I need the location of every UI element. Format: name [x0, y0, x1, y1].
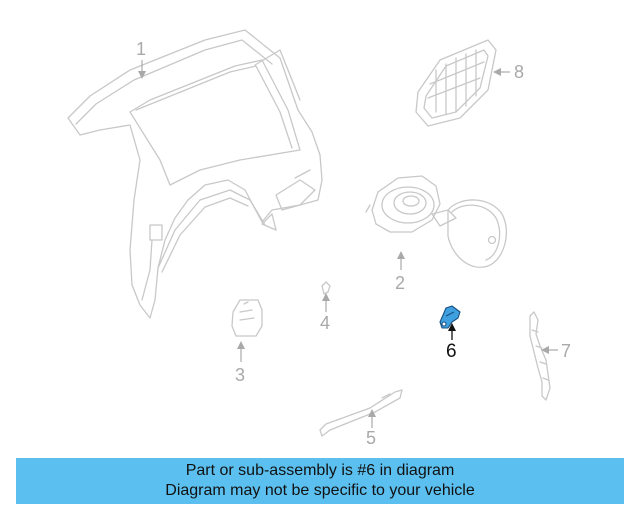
callout-2: 2: [395, 273, 406, 293]
release-cable-part: [319, 389, 403, 437]
small-bracket-part: [321, 281, 331, 295]
info-banner: Part or sub-assembly is #6 in diagram Di…: [16, 458, 624, 504]
callout-1: 1: [136, 39, 147, 59]
seal-strip-part: [529, 311, 551, 401]
callout-5: 5: [366, 428, 377, 448]
callout-8: 8: [514, 62, 525, 82]
banner-line-2: Diagram may not be specific to your vehi…: [165, 482, 475, 499]
leader-6: [448, 323, 456, 340]
callout-4: 4: [320, 313, 331, 333]
highlighted-clip-part: [439, 305, 461, 329]
vent-grille-part: [415, 39, 497, 127]
fuel-door-part: [365, 175, 508, 268]
banner-line-1: Part or sub-assembly is #6 in diagram: [185, 462, 455, 479]
quarter-panel-part: [67, 29, 323, 319]
callout-3: 3: [235, 365, 246, 385]
callout-7: 7: [561, 341, 572, 361]
hinge-plate-part: [231, 299, 263, 337]
callout-6: 6: [446, 341, 457, 362]
